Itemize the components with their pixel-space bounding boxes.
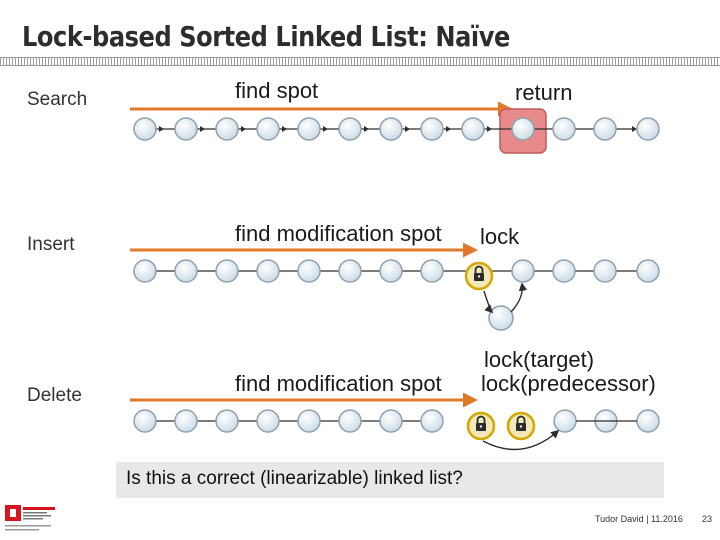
row-label-delete: Delete [27,385,82,406]
question-text: Is this a correct (linearizable) linked … [126,468,463,489]
row-label-insert: Insert [27,234,75,255]
delete-result-predecessor-text: lock(predecessor) [481,371,656,396]
insert-result-text: lock [480,224,520,249]
question-box: Is this a correct (linearizable) linked … [116,462,664,498]
search-action-text: find spot [235,78,319,103]
delete-result-target-text: lock(target) [484,347,595,372]
epfl-logo [5,505,55,531]
insert-list [133,259,660,331]
row-label-search: Search [27,89,88,110]
delete-list [133,409,660,451]
curved-arrow-icon [482,429,560,451]
search-result-text: return [515,80,573,105]
insert-new-node [488,305,514,331]
delete-action-text: find modification spot [235,371,442,396]
title-rule [0,57,720,66]
curved-arrow-icon [483,290,494,314]
search-list [133,117,660,141]
curved-arrow-icon [510,282,528,313]
page-number: 23 [702,514,713,524]
footer-author: Tudor David | 11.2016 [595,514,683,524]
slide-title: Lock-based Sorted Linked List: Naïve [22,20,510,53]
insert-action-text: find modification spot [235,221,442,246]
